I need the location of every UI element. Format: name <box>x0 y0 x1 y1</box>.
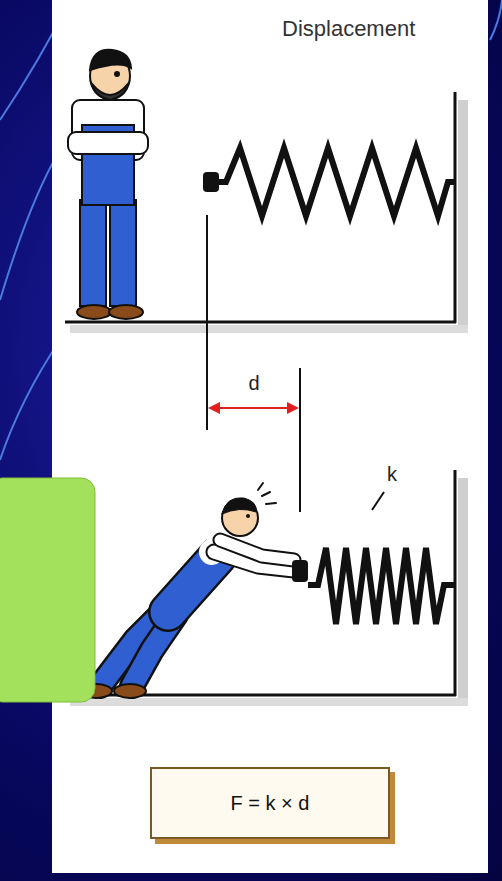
floor-shadow <box>70 698 468 706</box>
leg <box>80 200 106 306</box>
wall-shadow <box>458 100 468 326</box>
spring-compressed <box>308 548 455 624</box>
effort-marks <box>258 483 276 504</box>
floor-shadow <box>70 325 468 333</box>
leg <box>110 200 136 306</box>
dimension <box>207 215 300 512</box>
pushing-man <box>80 483 294 698</box>
arm <box>220 540 294 560</box>
wall-line <box>454 92 457 323</box>
leader-line <box>372 492 384 510</box>
eye <box>246 514 250 518</box>
eye <box>115 72 119 76</box>
crossed-arms <box>68 132 148 154</box>
spring-relaxed <box>214 148 455 216</box>
wall-shadow <box>458 478 468 699</box>
beard <box>92 84 128 100</box>
spring-constant-label: k <box>387 463 397 486</box>
green-panel <box>0 478 95 702</box>
formula-box: F = k × d <box>150 767 390 839</box>
spring-handle <box>203 172 219 192</box>
extension-line <box>206 215 208 430</box>
floor-line <box>65 321 456 324</box>
spring-handle <box>292 560 308 582</box>
deco-line <box>0 340 60 460</box>
white-panel <box>52 0 488 873</box>
deco-line <box>0 150 60 300</box>
shoe <box>77 305 111 319</box>
dimension-line <box>214 407 293 409</box>
cap <box>90 50 131 70</box>
arrowhead <box>208 402 220 414</box>
dimension-label: d <box>248 372 259 395</box>
deco-line <box>490 0 502 40</box>
top-scene <box>65 50 468 333</box>
standing-man <box>68 50 148 319</box>
bottom-scene <box>65 470 468 706</box>
hair <box>222 498 256 514</box>
shoe <box>109 305 143 319</box>
extension-line <box>299 368 301 512</box>
formula-text: F = k × d <box>231 792 310 815</box>
diagram-title: Displacement <box>282 16 415 42</box>
arm-outline <box>220 540 294 560</box>
shoe <box>114 684 146 698</box>
arrowhead <box>287 402 299 414</box>
